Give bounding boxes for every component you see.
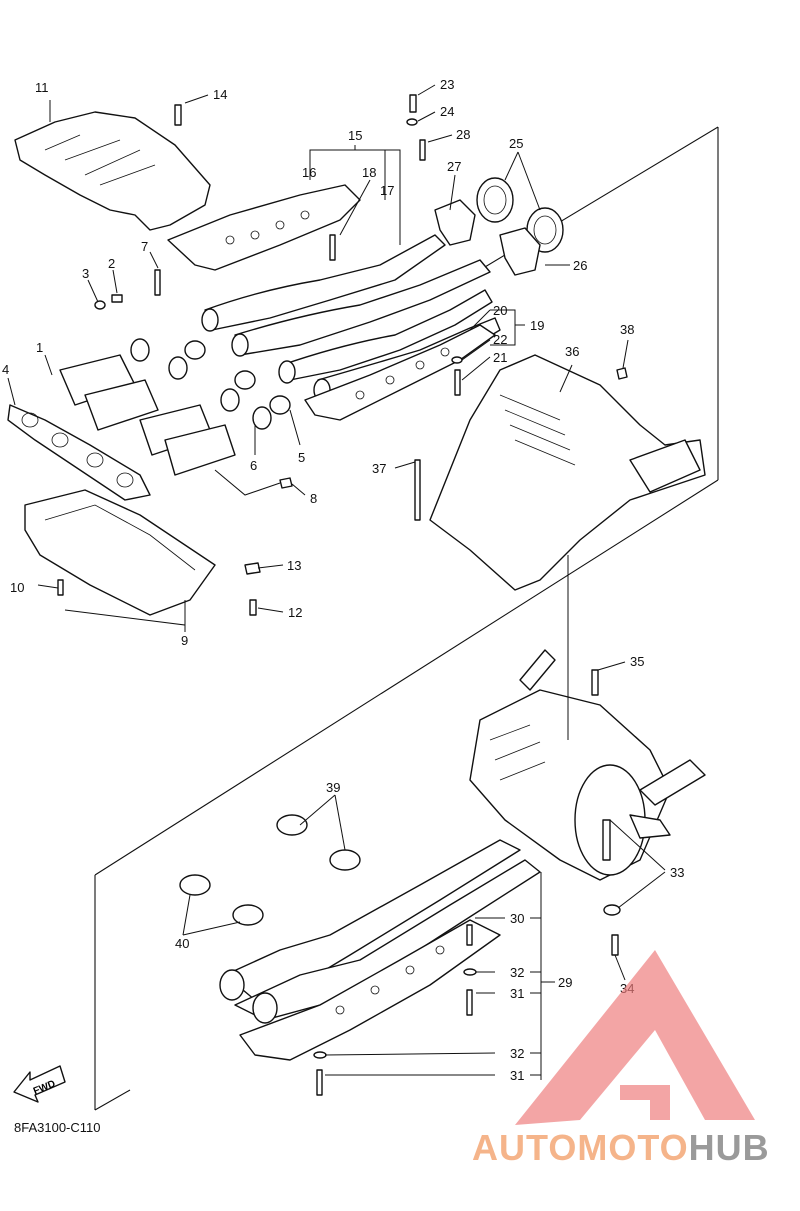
part-label-27: 27 <box>447 159 461 174</box>
part-label-3: 3 <box>82 266 89 281</box>
catalyst-bodies <box>59 338 291 476</box>
lower-protector-plate <box>304 324 496 421</box>
fasteners <box>57 94 628 1096</box>
part-label-37: 37 <box>372 461 386 476</box>
part-label-25: 25 <box>509 136 523 151</box>
tail-pipe-assembly <box>219 839 541 1061</box>
part-label-20: 20 <box>493 303 507 318</box>
watermark-text: AUTOMOTOHUB <box>472 1127 770 1168</box>
heat-protector-plate <box>167 184 361 271</box>
part-label-32b: 32 <box>510 1046 524 1061</box>
part-label-6: 6 <box>250 458 257 473</box>
part-label-18: 18 <box>362 165 376 180</box>
part-label-32a: 32 <box>510 965 524 980</box>
part-label-17: 17 <box>380 183 394 198</box>
exhaust-gasket-flange <box>7 404 151 501</box>
part-label-15: 15 <box>348 128 362 143</box>
part-label-40: 40 <box>175 936 189 951</box>
part-label-12: 12 <box>288 605 302 620</box>
part-label-26: 26 <box>573 258 587 273</box>
part-label-21: 21 <box>493 350 507 365</box>
part-label-19: 19 <box>530 318 544 333</box>
part-label-10: 10 <box>10 580 24 595</box>
part-label-33: 33 <box>670 865 684 880</box>
part-label-13: 13 <box>287 558 301 573</box>
part-label-7: 7 <box>141 239 148 254</box>
part-label-8: 8 <box>310 491 317 506</box>
watermark-brand-part1: AUTOMOTO <box>472 1127 689 1168</box>
part-label-31b: 31 <box>510 1068 524 1083</box>
part-label-24: 24 <box>440 104 454 119</box>
part-label-16: 16 <box>302 165 316 180</box>
part-label-30: 30 <box>510 911 524 926</box>
part-label-29: 29 <box>558 975 572 990</box>
leader-lines <box>7 84 666 1080</box>
part-label-31a: 31 <box>510 986 524 1001</box>
part-label-9: 9 <box>181 633 188 648</box>
part-label-11: 11 <box>35 80 49 95</box>
part-label-5: 5 <box>298 450 305 465</box>
part-number-labels: 1 2 3 4 5 6 7 8 9 10 11 12 13 14 15 16 1… <box>2 77 684 1083</box>
diagram-code: 8FA3100-C110 <box>14 1120 101 1135</box>
part-label-4: 4 <box>2 362 9 377</box>
watermark-brand-part2: HUB <box>689 1127 770 1168</box>
heat-shield-upper <box>14 100 211 231</box>
muffler-heat-shield <box>429 354 706 591</box>
part-label-38: 38 <box>620 322 634 337</box>
part-label-14: 14 <box>213 87 227 102</box>
part-label-2: 2 <box>108 256 115 271</box>
part-label-35: 35 <box>630 654 644 669</box>
part-label-36: 36 <box>565 344 579 359</box>
part-label-39: 39 <box>326 780 340 795</box>
fwd-arrow-icon: FWD <box>13 1065 66 1103</box>
watermark-logo <box>515 950 755 1125</box>
part-label-1: 1 <box>36 340 43 355</box>
lower-cover <box>24 489 216 616</box>
clamp-and-gaskets <box>434 177 564 276</box>
part-label-22: 22 <box>493 332 507 347</box>
part-label-23: 23 <box>440 77 454 92</box>
part-label-28: 28 <box>456 127 470 142</box>
rubber-plugs <box>179 814 361 926</box>
watermark-triangle-icon <box>515 950 755 1125</box>
